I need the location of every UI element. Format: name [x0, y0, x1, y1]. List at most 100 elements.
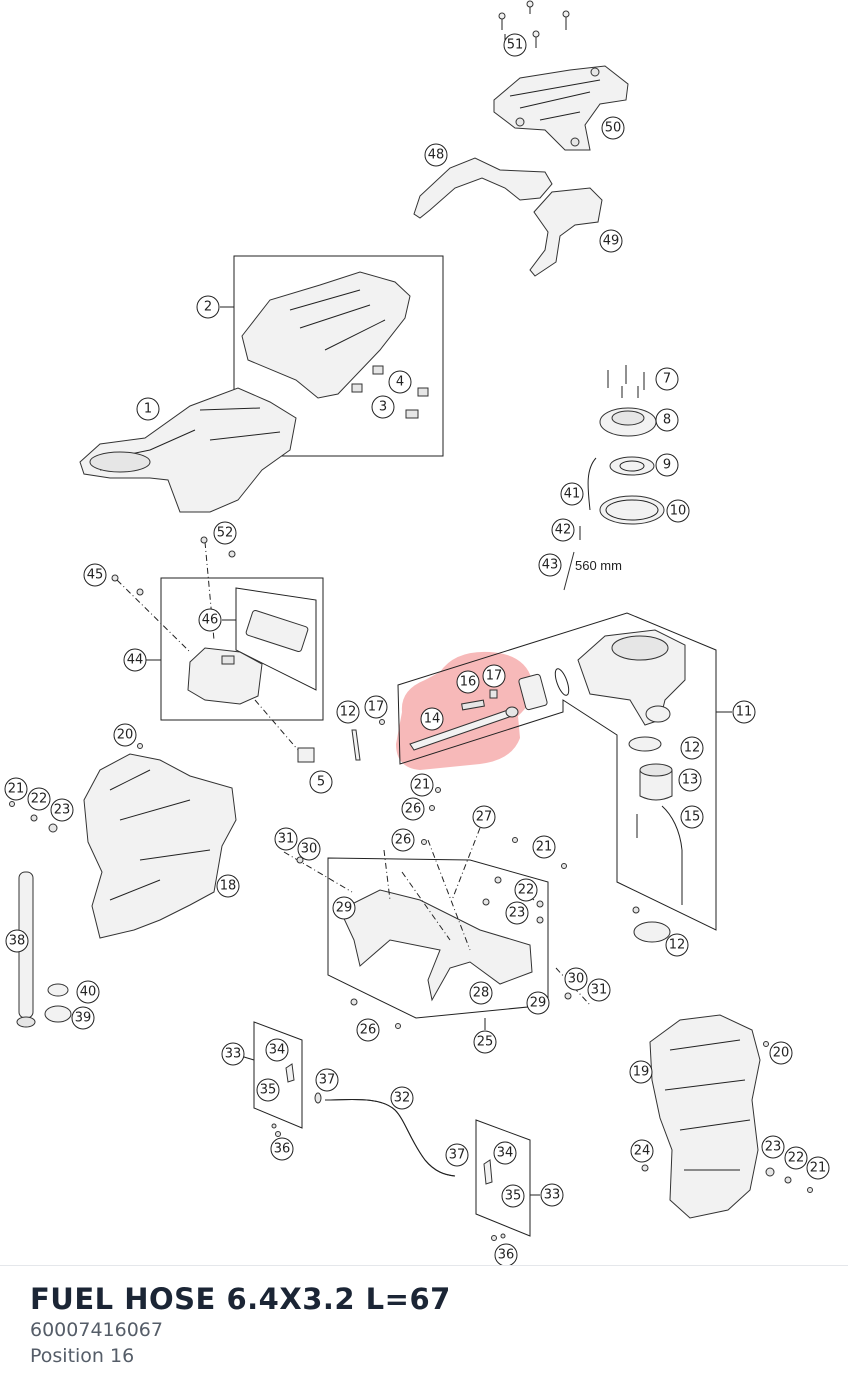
callout-30[interactable]: 30 — [297, 837, 321, 861]
callout-37[interactable]: 37 — [445, 1143, 469, 1167]
callout-3[interactable]: 3 — [371, 395, 395, 419]
callout-22[interactable]: 22 — [27, 787, 51, 811]
callout-18[interactable]: 18 — [216, 874, 240, 898]
callout-41[interactable]: 41 — [560, 482, 584, 506]
callout-42[interactable]: 42 — [551, 518, 575, 542]
exploded-parts-diagram: 560 mm — [4, 0, 830, 1265]
grab-handle-left — [413, 157, 553, 219]
vent-hose-32 — [324, 1098, 456, 1177]
svg-text:31: 31 — [591, 983, 608, 998]
callout-13[interactable]: 13 — [678, 768, 702, 792]
callout-29[interactable]: 29 — [526, 991, 550, 1015]
svg-text:26: 26 — [395, 833, 412, 848]
hose-clamp-12a — [628, 736, 662, 752]
callout-22[interactable]: 22 — [784, 1146, 808, 1170]
callout-20[interactable]: 20 — [113, 723, 137, 747]
callout-9[interactable]: 9 — [655, 453, 679, 477]
svg-text:33: 33 — [544, 1188, 561, 1203]
callout-35[interactable]: 35 — [501, 1184, 525, 1208]
callout-36[interactable]: 36 — [494, 1243, 518, 1265]
svg-text:26: 26 — [360, 1023, 377, 1038]
svg-text:13: 13 — [682, 773, 699, 788]
callout-10[interactable]: 10 — [666, 499, 690, 523]
callout-2[interactable]: 2 — [196, 295, 220, 319]
callout-51[interactable]: 51 — [503, 33, 527, 57]
callout-34[interactable]: 34 — [493, 1141, 517, 1165]
callout-21[interactable]: 21 — [4, 777, 28, 801]
callout-30[interactable]: 30 — [564, 967, 588, 991]
callout-37[interactable]: 37 — [315, 1068, 339, 1092]
callout-17[interactable]: 17 — [482, 664, 506, 688]
callout-16[interactable]: 16 — [456, 670, 480, 694]
part-number: 60007416067 — [30, 1319, 163, 1341]
callout-40[interactable]: 40 — [76, 980, 100, 1004]
callout-43[interactable]: 43 — [538, 553, 562, 577]
callout-20[interactable]: 20 — [769, 1041, 793, 1065]
callout-26[interactable]: 26 — [391, 828, 415, 852]
svg-text:52: 52 — [217, 526, 234, 541]
callout-38[interactable]: 38 — [5, 929, 29, 953]
callout-12[interactable]: 12 — [665, 933, 689, 957]
callout-52[interactable]: 52 — [213, 521, 237, 545]
svg-text:48: 48 — [428, 148, 445, 163]
callout-23[interactable]: 23 — [505, 901, 529, 925]
callout-27[interactable]: 27 — [472, 805, 496, 829]
callout-31[interactable]: 31 — [274, 827, 298, 851]
callout-26[interactable]: 26 — [356, 1018, 380, 1042]
rider-seat — [79, 387, 297, 513]
callout-24[interactable]: 24 — [630, 1139, 654, 1163]
svg-text:19: 19 — [633, 1065, 650, 1080]
svg-text:51: 51 — [507, 38, 524, 53]
callout-50[interactable]: 50 — [601, 116, 625, 140]
callout-34[interactable]: 34 — [265, 1038, 289, 1062]
callout-48[interactable]: 48 — [424, 143, 448, 167]
svg-text:29: 29 — [530, 996, 547, 1011]
callout-32[interactable]: 32 — [390, 1086, 414, 1110]
pump-screws — [607, 365, 645, 398]
callout-26[interactable]: 26 — [401, 797, 425, 821]
callout-12[interactable]: 12 — [336, 700, 360, 724]
callout-8[interactable]: 8 — [655, 408, 679, 432]
callout-22[interactable]: 22 — [514, 878, 538, 902]
callout-33[interactable]: 33 — [221, 1042, 245, 1066]
callout-49[interactable]: 49 — [599, 229, 623, 253]
callout-45[interactable]: 45 — [83, 563, 107, 587]
callout-33[interactable]: 33 — [540, 1183, 564, 1207]
callout-29[interactable]: 29 — [332, 896, 356, 920]
callout-14[interactable]: 14 — [420, 707, 444, 731]
cap-39 — [44, 1005, 72, 1023]
callout-31[interactable]: 31 — [587, 978, 611, 1002]
callout-23[interactable]: 23 — [50, 798, 74, 822]
callout-19[interactable]: 19 — [629, 1060, 653, 1084]
callout-21[interactable]: 21 — [532, 835, 556, 859]
callout-12[interactable]: 12 — [680, 736, 704, 760]
callout-23[interactable]: 23 — [761, 1135, 785, 1159]
callout-35[interactable]: 35 — [256, 1078, 280, 1102]
svg-text:23: 23 — [509, 906, 526, 921]
clip-17 — [489, 689, 498, 699]
callout-15[interactable]: 15 — [680, 805, 704, 829]
callout-5[interactable]: 5 — [309, 770, 333, 794]
svg-text:2: 2 — [204, 300, 212, 315]
pump-seal — [609, 456, 655, 476]
callout-44[interactable]: 44 — [123, 648, 147, 672]
callout-4[interactable]: 4 — [388, 370, 412, 394]
svg-text:22: 22 — [31, 792, 48, 807]
ecu-unit — [187, 647, 263, 705]
callout-39[interactable]: 39 — [71, 1006, 95, 1030]
callout-1[interactable]: 1 — [136, 397, 160, 421]
callout-36[interactable]: 36 — [270, 1137, 294, 1161]
svg-text:36: 36 — [274, 1142, 291, 1157]
callout-46[interactable]: 46 — [198, 608, 222, 632]
callout-28[interactable]: 28 — [469, 981, 493, 1005]
svg-text:12: 12 — [684, 741, 701, 756]
callout-25[interactable]: 25 — [473, 1030, 497, 1054]
callout-17[interactable]: 17 — [364, 695, 388, 719]
callout-21[interactable]: 21 — [806, 1156, 830, 1180]
svg-text:11: 11 — [736, 705, 753, 720]
svg-text:34: 34 — [497, 1146, 514, 1161]
callout-21[interactable]: 21 — [410, 773, 434, 797]
callout-7[interactable]: 7 — [655, 367, 679, 391]
svg-text:21: 21 — [810, 1161, 827, 1176]
callout-11[interactable]: 11 — [732, 700, 756, 724]
